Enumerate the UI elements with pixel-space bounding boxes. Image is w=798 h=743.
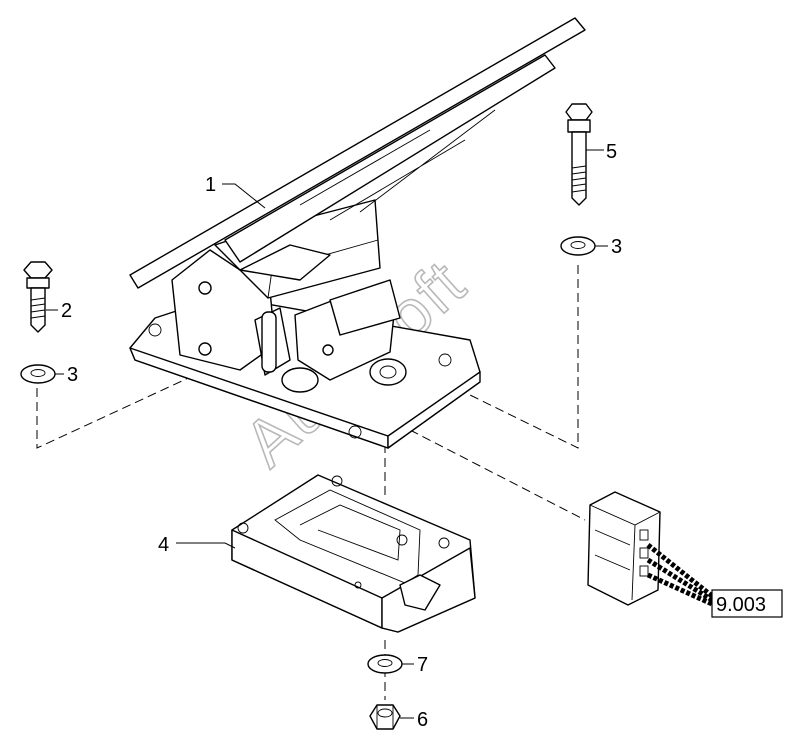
leader-lines xyxy=(46,149,608,719)
callout-3-left: 3 xyxy=(67,364,78,386)
electrical-connector xyxy=(587,491,714,607)
reference-box[interactable]: 9.003 xyxy=(711,589,783,618)
callout-7: 7 xyxy=(417,654,428,676)
washer-3-left xyxy=(20,364,56,384)
callout-6: 6 xyxy=(417,709,428,731)
washer-7 xyxy=(367,654,403,674)
callout-3-right: 3 xyxy=(611,236,622,258)
callout-5: 5 xyxy=(606,141,617,163)
callout-2: 2 xyxy=(61,300,72,322)
callout-1: 1 xyxy=(205,174,216,196)
bolt-2 xyxy=(23,261,53,333)
reference-box-label: 9.003 xyxy=(716,594,766,616)
pedal-plate xyxy=(129,17,586,289)
pedal-mechanism xyxy=(171,199,407,393)
nut-6 xyxy=(369,704,401,730)
spacer-block-4 xyxy=(231,474,476,633)
washer-3-right xyxy=(560,236,596,256)
bolt-5 xyxy=(565,103,593,206)
callout-4: 4 xyxy=(158,534,169,556)
callout-labels: 1 2 3 5 3 4 7 6 xyxy=(61,141,622,731)
